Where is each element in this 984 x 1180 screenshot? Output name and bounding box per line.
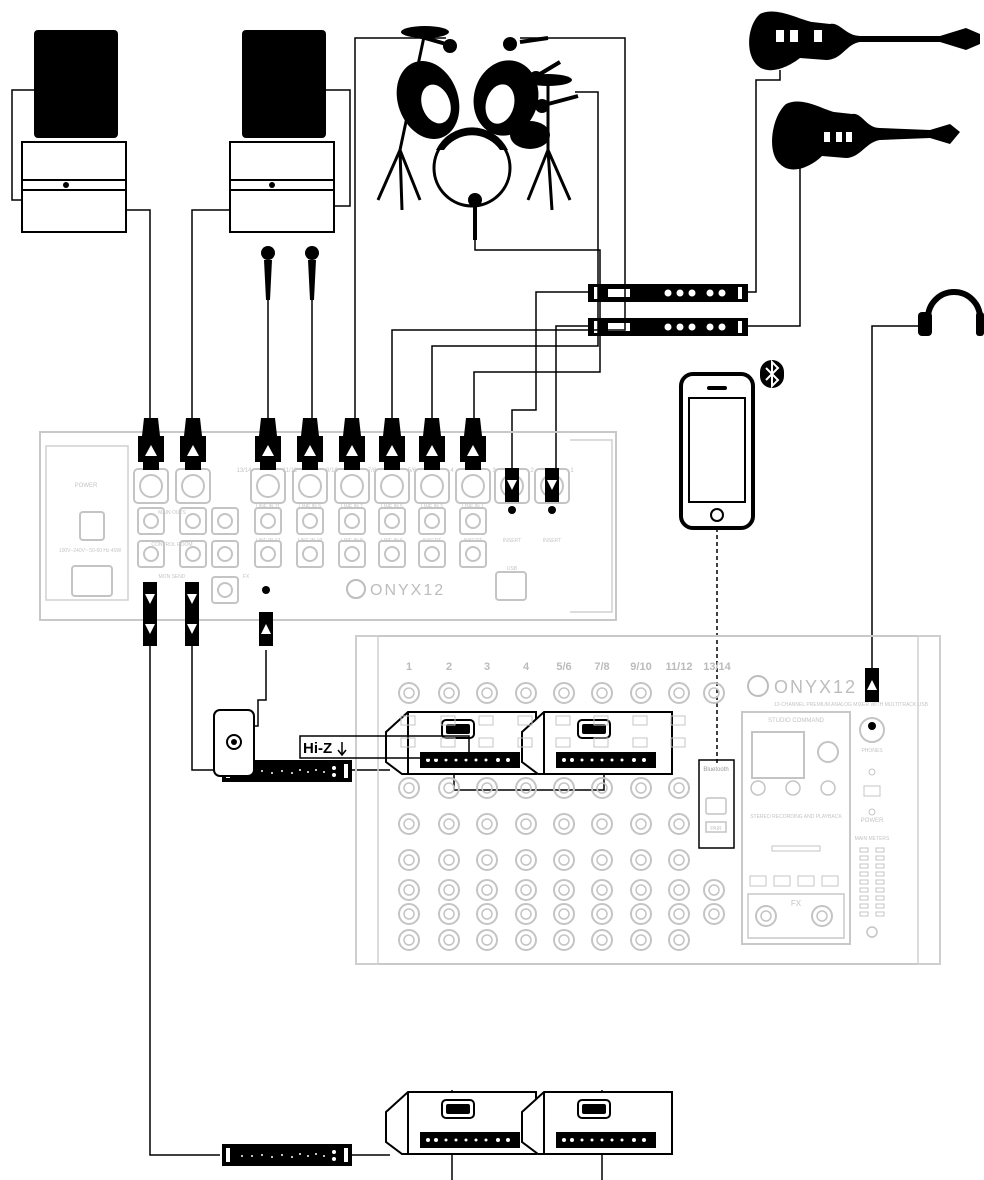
rear-jack-label: LINE IN 12: [256, 538, 281, 544]
stage-monitor-wedge: [385, 1091, 537, 1155]
channel-number: 9/10: [630, 661, 651, 673]
rear-jack-label: LINE IN 9: [299, 504, 321, 510]
channel-number: 2: [446, 661, 452, 673]
power-switch: [79, 511, 105, 541]
fx-processor-rack-bottom: [588, 318, 748, 336]
channel-number-row: 1 2 3 4 5/6 7/8 9/10 11/12 13/14: [406, 661, 732, 673]
arrow-down-icon: [337, 742, 347, 757]
rear-power-label: POWER: [75, 483, 98, 489]
mackie-logo-icon: [747, 675, 769, 697]
rear-jack-label: LINE IN 7: [341, 504, 363, 510]
pair-label: PAIR: [710, 826, 722, 832]
top-power-label: POWER: [861, 818, 884, 824]
rear-jack-label: LINE IN 8: [341, 538, 363, 544]
phones-jack: [859, 717, 885, 743]
rear-jack-label: LINE IN 11: [256, 504, 280, 510]
channel-number: 11/12: [666, 661, 693, 673]
studio-command-label: STUDIO COMMAND: [768, 718, 825, 724]
mackie-logo-icon: [346, 579, 366, 599]
bass-guitar-icon: [772, 101, 960, 170]
rear-brand-label: ONYX12: [370, 582, 445, 599]
top-subtitle: 12-CHANNEL PREMIUM ANALOG MIXER WITH MUL…: [774, 702, 929, 708]
stage-monitor-wedge: [521, 711, 673, 775]
mixer-rear-panel: POWER 100V–240V~ 50-60 Hz 40W MAIN OUTS …: [39, 431, 617, 621]
hiz-callout: Hi-Z: [299, 735, 470, 759]
top-brand-label: ONYX12: [774, 677, 857, 697]
rear-channel-number: 4: [450, 468, 454, 474]
rear-channel-number: 3: [492, 468, 496, 474]
rear-jack-label: LINE IN 6: [381, 538, 403, 544]
bluetooth-label: Bluetooth: [703, 767, 728, 773]
channel-strip-controls: [398, 682, 725, 951]
hiz-label: Hi-Z: [303, 740, 332, 757]
mon-send-label: MON SEND: [159, 574, 186, 580]
fx-processor-rack-top: [588, 284, 748, 302]
rear-channel-number: 7/8: [368, 468, 377, 474]
rear-jack-label: INSERT: [423, 538, 441, 544]
rear-jack-label: INSERT: [503, 538, 521, 544]
main-outs-label: MAIN OUTS: [158, 510, 186, 516]
main-meters: [859, 847, 885, 917]
power-spec-label: 100V–240V~ 50-60 Hz 40W: [59, 548, 122, 554]
rear-jack-label: LINE IN 10: [298, 538, 323, 544]
main-speaker-right: [229, 30, 335, 233]
rear-channel-number: 13/14: [236, 468, 252, 474]
electric-guitar-icon: [749, 11, 980, 71]
rear-channel-number: 2: [530, 468, 534, 474]
headphones-icon: [918, 289, 984, 336]
graphic-eq-rack-bottom: [222, 1144, 352, 1166]
drum-kit-icon: [376, 26, 572, 211]
bluetooth-icon: [760, 359, 784, 389]
top-fx-label: FX: [791, 899, 802, 908]
usb-port: [495, 571, 527, 601]
main-speaker-left: [21, 30, 127, 233]
mixer-top-panel: 1 2 3 4 5/6 7/8 9/10 11/12 13/14 Bluetoo…: [355, 635, 941, 965]
channel-number: 7/8: [594, 661, 609, 673]
channel-number: 5/6: [556, 661, 571, 673]
footswitch-icon: [213, 709, 255, 777]
studio-command-display: [751, 731, 805, 779]
bluetooth-pair-section: [698, 759, 735, 849]
smartphone-icon: [679, 372, 755, 530]
rear-channel-number: 9/10: [326, 468, 338, 474]
bluetooth-pair-button: [705, 797, 727, 815]
rear-jack-label: INSERT: [543, 538, 561, 544]
stage-monitor-wedge: [521, 1091, 673, 1155]
rear-jack-label: LINE IN 5: [381, 504, 403, 510]
stage-monitor-wedge: [385, 711, 537, 775]
phones-label: PHONES: [861, 748, 883, 754]
rear-fx-label: FX: [243, 574, 250, 580]
rear-channel-number: 11/12: [283, 468, 298, 474]
rear-channel-number: 1: [570, 468, 574, 474]
rear-channel-number: 5/6: [408, 468, 417, 474]
rear-jack-label: LINE IN 3: [421, 504, 443, 510]
vocal-mic-icon: [261, 246, 319, 300]
connector-plug: [138, 418, 879, 730]
rear-jack-label: LINE IN 1: [462, 504, 484, 510]
main-meters-label: MAIN METERS: [855, 836, 890, 842]
channel-number: 13/14: [703, 661, 731, 673]
control-room-label: CONTROL ROOM: [151, 542, 192, 548]
channel-number: 1: [406, 661, 412, 673]
channel-number: 4: [523, 661, 530, 673]
rear-usb-label: USB: [507, 566, 518, 572]
rear-jack-label: INSERT: [464, 538, 482, 544]
iec-power-inlet: [71, 565, 113, 597]
stereo-recording-label: STEREO RECORDING AND PLAYBACK: [750, 814, 842, 820]
channel-number: 3: [484, 661, 490, 673]
